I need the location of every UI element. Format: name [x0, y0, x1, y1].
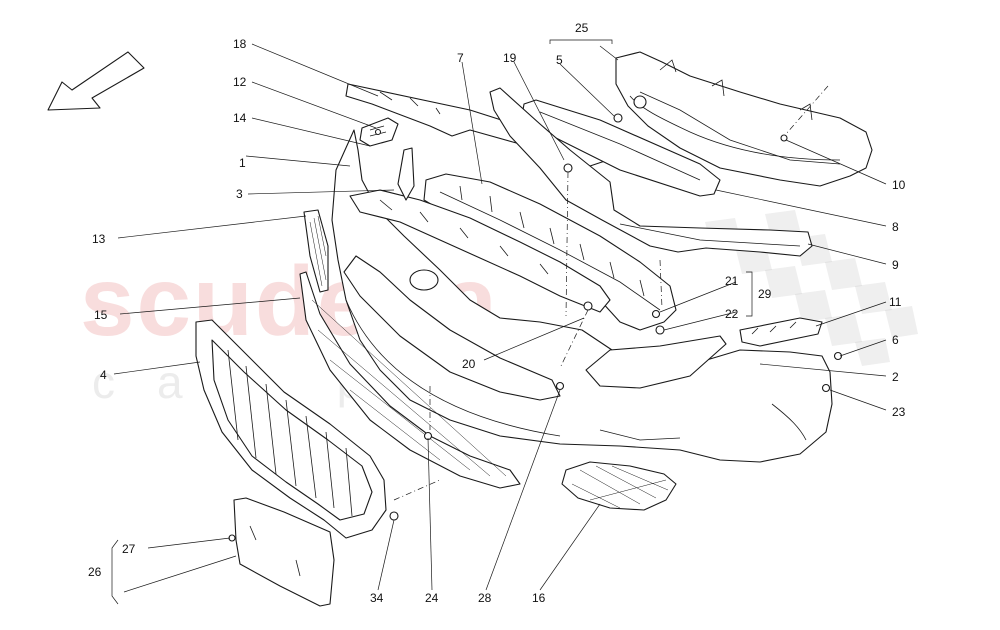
callout-1: 1: [239, 156, 246, 170]
part-4-main-grille: [195, 319, 387, 539]
callout-12: 12: [233, 75, 247, 89]
callout-7: 7: [457, 51, 464, 65]
callout-28: 28: [478, 591, 492, 605]
assembly-lines: [393, 85, 829, 501]
callout-4: 4: [100, 368, 107, 382]
callout-6: 6: [892, 333, 899, 347]
callout-11: 11: [889, 295, 902, 309]
direction-arrow-icon: [47, 51, 145, 111]
callout-18: 18: [233, 37, 247, 51]
part-25-crossmember: [615, 51, 873, 187]
callout-13: 13: [92, 232, 106, 246]
part-11-clip-bracket: [739, 317, 823, 347]
callout-26: 26: [88, 565, 102, 579]
part-16-lower-right-grille: [561, 461, 677, 511]
part-3-long-bracket: [349, 189, 611, 313]
callout-27: 27: [122, 542, 136, 556]
callout-8: 8: [892, 220, 899, 234]
callout-22: 22: [725, 307, 739, 321]
part-small-bracket: [397, 147, 415, 201]
callout-15: 15: [94, 308, 108, 322]
callout-24: 24: [425, 591, 439, 605]
callout-3: 3: [236, 187, 243, 201]
part-9-side-bracket: [489, 87, 813, 257]
callout-25: 25: [575, 21, 589, 35]
part-1-bumper-shell: [331, 129, 833, 463]
part-26-plate-holder: [233, 497, 335, 607]
fasteners: [228, 113, 843, 542]
part-13-side-grille: [303, 209, 329, 293]
leader-lines: [111, 39, 887, 605]
part-inner-frame: [343, 255, 561, 401]
callout-23: 23: [892, 405, 906, 419]
part-15-lower-grille-strip: [299, 271, 521, 489]
part-2-lower-section: [585, 335, 727, 389]
callout-2: 2: [892, 370, 899, 384]
callout-34: 34: [370, 591, 384, 605]
callout-19: 19: [503, 51, 517, 65]
callout-10: 10: [892, 178, 906, 192]
callout-16: 16: [532, 591, 546, 605]
callout-14: 14: [233, 111, 247, 125]
callout-5: 5: [556, 53, 563, 67]
callout-20: 20: [462, 357, 476, 371]
callout-21: 21: [725, 274, 739, 288]
callout-29: 29: [758, 287, 772, 301]
callout-9: 9: [892, 258, 899, 272]
callout-labels: 1 2 3 4 5 6 7 8 9 10 11 12 13 14 15 16 1…: [88, 21, 906, 605]
